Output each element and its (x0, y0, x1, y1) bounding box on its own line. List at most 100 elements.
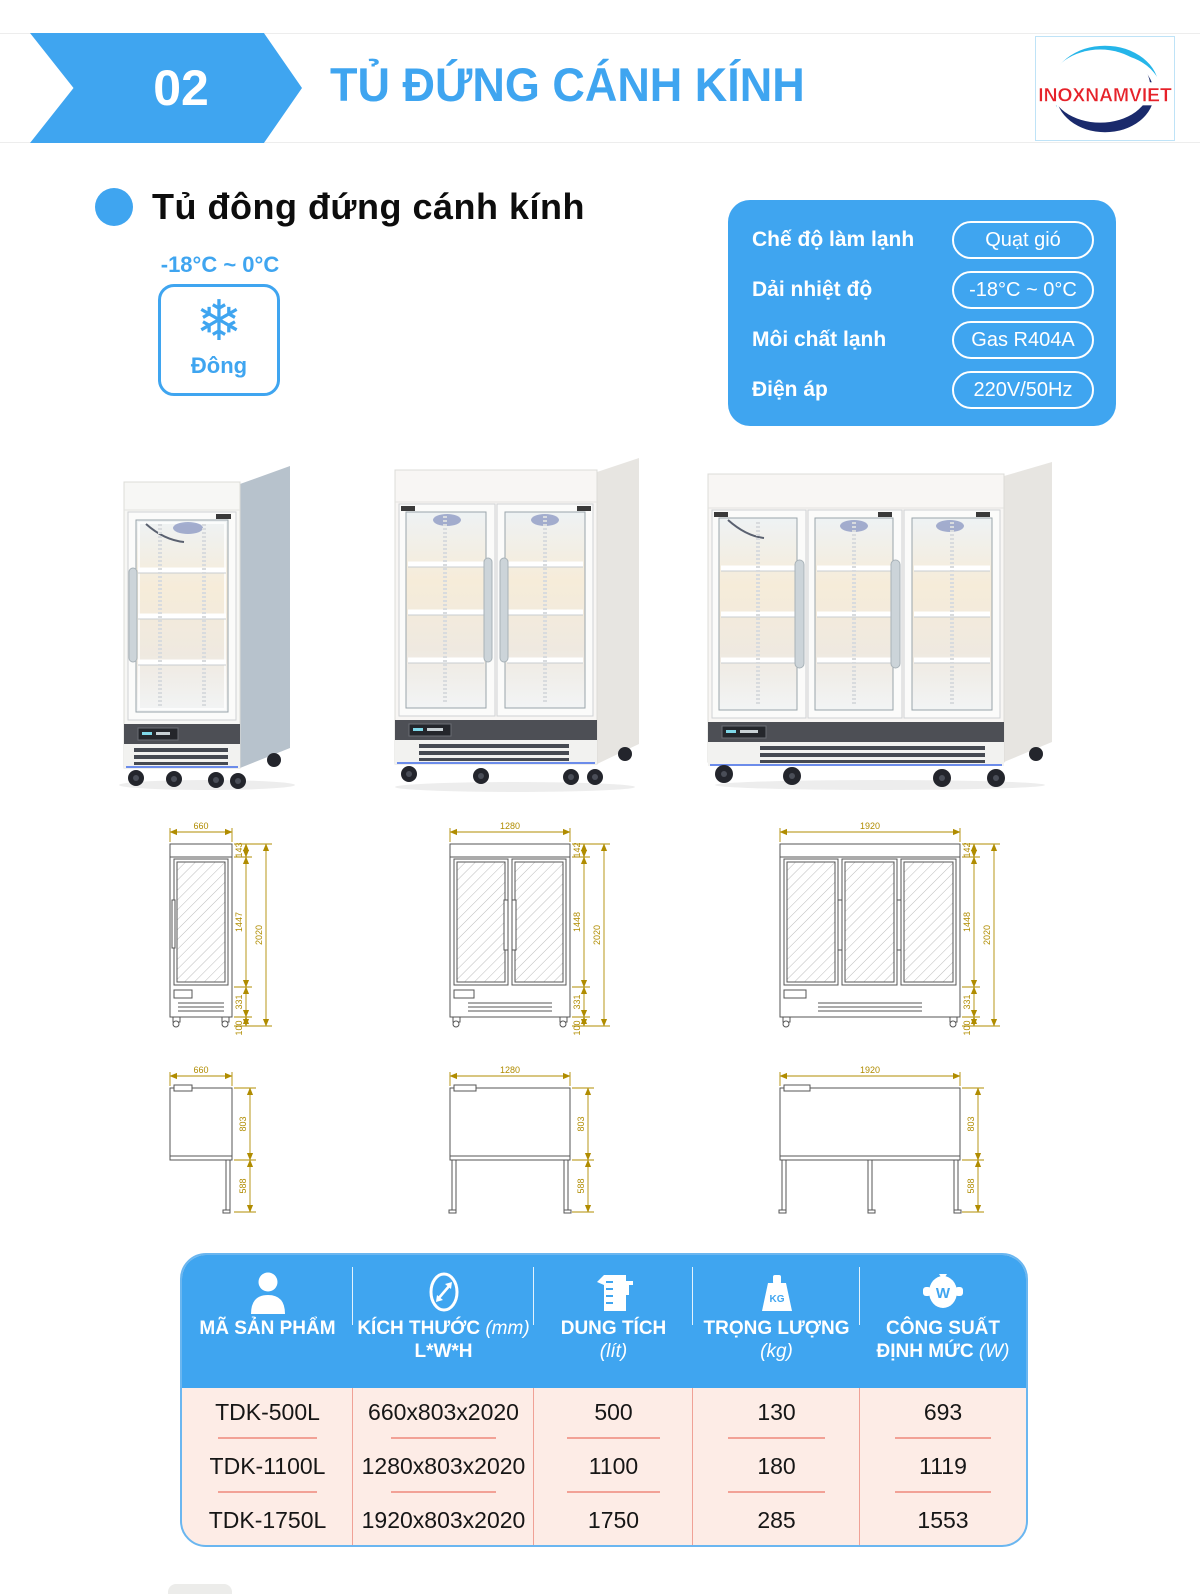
spec-row: Điện áp 220V/50Hz (752, 370, 1094, 410)
front-drawing-1-door: 660 143 1447 331 100 2020 (169, 821, 272, 1036)
header-cell-size: KÍCH THƯỚC (mm) L*W*H (353, 1255, 534, 1388)
dimension-lines (449, 1072, 594, 1213)
open-door-1 (781, 1159, 787, 1213)
brand-label (216, 514, 231, 519)
page-number-chevron: 02 (30, 33, 302, 143)
open-door-left (451, 1159, 457, 1213)
open-door-right (563, 1159, 569, 1213)
dim-width: 660 (193, 1065, 208, 1075)
spec-value: Gas R404A (952, 321, 1094, 359)
header-cell-power: W CÔNG SUẤT ĐỊNH MỨC (W) (860, 1255, 1026, 1388)
svg-text:331: 331 (962, 994, 972, 1009)
svg-text:142: 142 (962, 842, 972, 857)
dim-width: 1920 (860, 821, 880, 831)
door-handle-right (499, 557, 509, 663)
dimension-lines (449, 828, 610, 1027)
header-cell-capacity: DUNG TÍCH (lít) (534, 1255, 693, 1388)
logo-graphic: INOXNAMVIET (1038, 45, 1172, 139)
cell-weight: 180 (757, 1453, 796, 1479)
spec-label: Điện áp (752, 378, 828, 401)
cell-capacity: 1100 (588, 1453, 639, 1479)
dimension-lines (169, 828, 272, 1027)
row-divider (182, 1437, 1026, 1442)
glass-hatch (786, 861, 836, 983)
spec-value: Quạt gió (952, 221, 1094, 259)
spec-row: Chế độ làm lạnh Quạt gió (752, 220, 1094, 260)
plan-drawing-2-door: 1280 803 588 (448, 1065, 594, 1214)
shelves (138, 567, 226, 665)
spec-label: Dải nhiệt độ (752, 278, 873, 301)
fan-cover (173, 522, 203, 534)
cabinet-outline (449, 843, 571, 1028)
side-panel (1004, 462, 1052, 762)
control-strip (708, 722, 1004, 742)
dim-width: 1280 (500, 1065, 520, 1075)
plan-drawing-3-door: 1920 803 588 (778, 1065, 984, 1214)
shelf-ladders (158, 524, 206, 708)
svg-text:2020: 2020 (254, 925, 264, 945)
plan-outline (169, 1084, 233, 1214)
glass-hatch (176, 861, 226, 983)
handle (171, 899, 176, 949)
caster-wheels (715, 747, 1043, 787)
page-title: TỦ ĐỨNG CÁNH KÍNH (330, 58, 805, 112)
svg-text:588: 588 (576, 1178, 586, 1193)
svg-text:100: 100 (572, 1020, 582, 1035)
freezer-photo-1-door (119, 466, 295, 790)
freezer-photo-3-door (707, 462, 1052, 790)
handle (173, 1084, 193, 1092)
svg-text:100: 100 (234, 1020, 244, 1035)
plan-drawing-1-door: 660 803 588 (169, 1065, 256, 1214)
product-spec-table: MÃ SẢN PHẨM KÍCH THƯỚC (mm) L*W*H (180, 1253, 1028, 1547)
glass-hatch (844, 861, 895, 983)
svg-text:143: 143 (234, 842, 244, 857)
side-panel (597, 458, 639, 764)
cell-weight: 285 (757, 1507, 796, 1533)
cell-power: 1119 (919, 1453, 967, 1479)
door-handle-1 (794, 559, 805, 669)
cell-size: 1280x803x2020 (361, 1453, 526, 1479)
cell-code: TDK-1750L (208, 1507, 327, 1533)
svg-text:W: W (936, 1285, 951, 1302)
svg-text:100: 100 (962, 1020, 972, 1035)
dimension-lines (169, 1072, 256, 1213)
handle-2 (896, 899, 902, 951)
cabinet-outline (169, 843, 233, 1028)
door-handle-2 (890, 559, 901, 669)
cell-capacity: 1750 (587, 1507, 640, 1533)
svg-text:803: 803 (576, 1116, 586, 1131)
power-icon: W (919, 1267, 967, 1317)
logo-text: INOXNAMVIET (1038, 85, 1172, 106)
spec-label: Chế độ làm lạnh (752, 228, 915, 251)
company-logo: INOXNAMVIET (1035, 36, 1175, 141)
cell-code: TDK-1100L (209, 1453, 326, 1479)
svg-text:1447: 1447 (234, 912, 244, 932)
cell-code: TDK-500L (215, 1399, 320, 1425)
dimension-lines (779, 828, 1000, 1027)
glass-hatch (514, 861, 564, 983)
dimensions-icon (424, 1267, 464, 1317)
handle-1 (837, 899, 843, 951)
weight-icon: KG (755, 1267, 799, 1317)
freeze-mode-label: Đông (190, 353, 248, 378)
open-door-3 (953, 1159, 959, 1213)
spec-value: 220V/50Hz (952, 371, 1094, 409)
cell-power: 1553 (917, 1507, 969, 1533)
glass-hatch (903, 861, 954, 983)
caster-wheels (128, 753, 281, 789)
svg-text:KG: KG (769, 1294, 784, 1305)
spec-box: Chế độ làm lạnh Quạt gió Dải nhiệt độ -1… (728, 200, 1116, 426)
table-row: TDK-1750L 1920x803x2020 1750 285 1553 (182, 1496, 1026, 1545)
dim-width: 1920 (860, 1065, 880, 1075)
door-handle (128, 567, 138, 663)
spec-row: Dải nhiệt độ -18°C ~ 0°C (752, 270, 1094, 310)
svg-text:1448: 1448 (572, 912, 582, 932)
svg-text:1448: 1448 (962, 912, 972, 932)
display (453, 989, 475, 999)
freeze-mode-badge: ❄ Đông (158, 284, 280, 396)
header-cell-weight: KG TRỌNG LƯỢNG (kg) (693, 1255, 860, 1388)
dim-width: 1280 (500, 821, 520, 831)
open-door-2 (867, 1159, 873, 1213)
snowflake-icon: ❄ (195, 289, 243, 352)
